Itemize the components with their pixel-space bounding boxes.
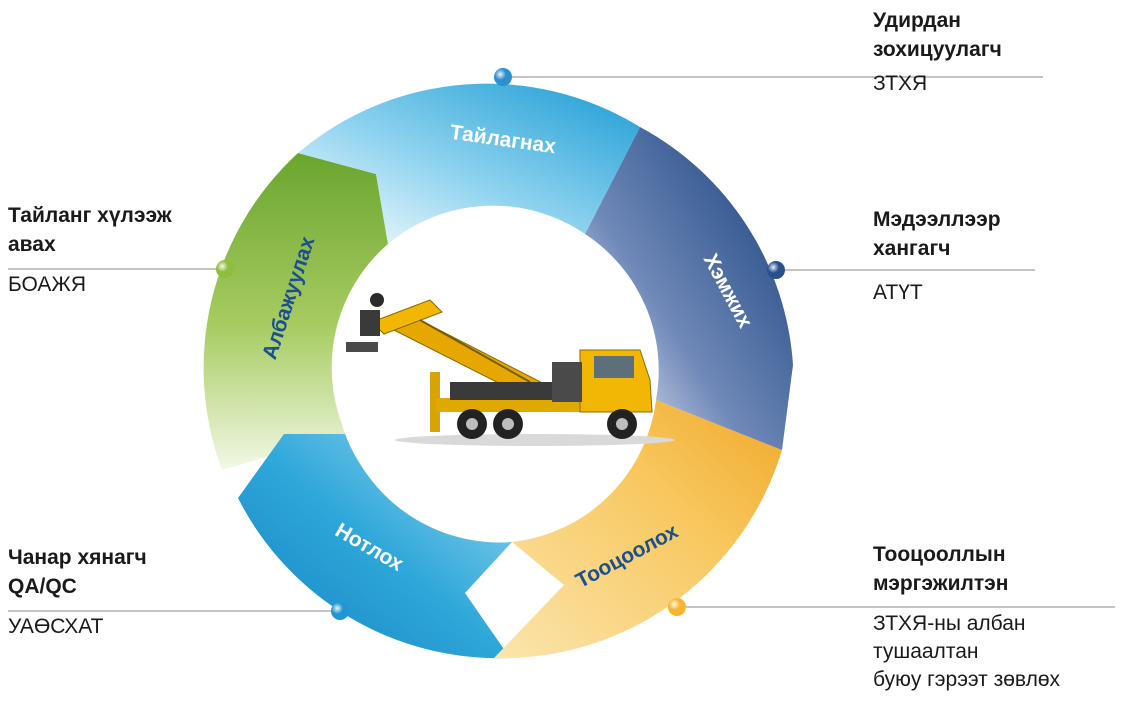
truck-bed [450,382,560,400]
role-name-line: АТҮТ [873,281,923,304]
connector-dot-bottom-left-shine [331,602,349,620]
role-name-line: ЗТХЯ [873,72,928,95]
truck-window [594,356,634,378]
role-name-line: тушаалтан [873,640,979,663]
connector-dots [216,68,785,620]
role-name-line: ЗТХЯ-ны албан [873,612,1026,635]
role-name-line: БОАЖЯ [8,273,86,296]
role-title-line: Чанар хянагч [8,546,147,569]
connector-dot-left-shine [216,260,234,278]
role-title-line: хангагч [873,237,951,260]
leader-lines [8,76,1115,612]
role-left: Тайланг хүлээж авах БОАЖЯ [8,201,172,299]
crane-boom-struts [419,319,531,383]
segment-tootsooloh [494,400,782,659]
crane-bucket [346,342,378,352]
role-title-line: мэргэжилтэн [873,572,1009,595]
role-name-line: буюу гэрээт зөвлөх [873,668,1061,691]
truck-shadow [395,434,675,446]
connector-dot-top-right-shine [494,68,512,86]
truck-hub-1 [466,418,478,430]
truck-hub-2 [502,418,514,430]
segment-tailagnah [298,83,640,244]
role-bottom-right: Тооцооллын мэргэжилтэн ЗТХЯ-ны албан туш… [873,540,1060,694]
role-bottom-left: Чанар хянагч QA/QC УАӨСХАТ [8,543,147,641]
role-title-line: Мэдээллээр [873,208,1001,231]
segment-hemjih [585,127,793,450]
role-title-line: авах [8,233,56,256]
role-title-line: Тайланг хүлээж [8,204,172,227]
connector-dot-bottom-right-shine [668,598,686,616]
cycle-segments [203,83,793,659]
role-title-line: Тооцооллын [873,543,1006,566]
role-right: Мэдээллээр хангагч АТҮТ [873,205,1001,307]
role-title-line: QA/QC [8,575,77,598]
role-name-line: УАӨСХАТ [8,615,104,638]
truck-hub-3 [616,418,628,430]
truck-outrigger [430,372,440,432]
role-top-right: Удирдан зохицуулагч ЗТХЯ [873,6,1002,98]
role-title-line: Удирдан [873,9,961,32]
role-title-line: зохицуулагч [873,38,1002,61]
crane-head [360,310,380,336]
truck-engine [552,362,582,402]
segment-notloh [238,434,512,659]
crane-light [370,293,384,307]
connector-dot-right-shine [767,261,785,279]
crane-truck-illustration [346,293,675,446]
segment-albajuulah [203,153,388,470]
